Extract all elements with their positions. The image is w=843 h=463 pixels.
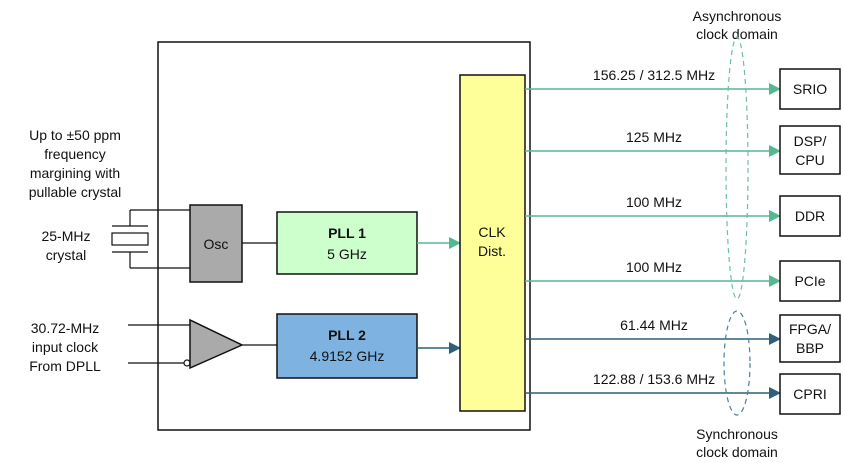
- svg-text:From DPLL: From DPLL: [29, 358, 101, 374]
- svg-text:input clock: input clock: [32, 339, 99, 355]
- dest-label-pcie: PCIe: [794, 273, 825, 289]
- crystal-icon: [111, 209, 190, 269]
- output-freq-srio: 156.25 / 312.5 MHz: [593, 67, 715, 83]
- async-domain-label-2: clock domain: [696, 26, 778, 42]
- output-freq-cpri: 122.88 / 153.6 MHz: [593, 371, 715, 387]
- pll1-block: [276, 211, 418, 275]
- sync-domain-label-1: Synchronous: [696, 426, 778, 442]
- sync-domain-ellipse: [723, 310, 751, 416]
- async-domain-label-1: Asynchronous: [693, 8, 782, 24]
- external-clock-label: 30.72-MHz input clock From DPLL: [29, 320, 101, 374]
- svg-text:margining with: margining with: [30, 165, 120, 181]
- pll2-name: PLL 2: [328, 327, 366, 343]
- output-freq-pcie: 100 MHz: [626, 259, 682, 275]
- pll1-frequency: 5 GHz: [327, 246, 367, 262]
- oscillator-block: [189, 204, 243, 283]
- dest-label-cpu: CPU: [795, 152, 825, 168]
- pll2-frequency: 4.9152 GHz: [310, 348, 385, 364]
- dest-label-srio: SRIO: [793, 81, 827, 97]
- clock-distribution-label-2: Dist.: [478, 243, 506, 259]
- output-freq-dsp-cpu: 125 MHz: [626, 129, 682, 145]
- async-domain-ellipse: [725, 36, 749, 300]
- dest-box-ddr: [779, 195, 841, 237]
- output-freq-fpga-bbp: 61.44 MHz: [620, 317, 688, 333]
- pll1-name: PLL 1: [328, 225, 366, 241]
- svg-text:frequency: frequency: [44, 146, 105, 162]
- margining-note: Up to ±50 ppm frequency margining with p…: [29, 127, 122, 200]
- dest-label-dsp: DSP/: [794, 133, 827, 149]
- dest-label-cpri: CPRI: [793, 386, 826, 402]
- svg-text:25-MHz: 25-MHz: [41, 228, 90, 244]
- dest-box-fpga-bbp: [779, 314, 841, 363]
- external-clock-wiring: [128, 324, 191, 367]
- oscillator-label: Osc: [204, 236, 229, 252]
- dest-box-dsp-cpu: [779, 125, 841, 175]
- svg-text:Up to ±50 ppm: Up to ±50 ppm: [29, 127, 121, 143]
- sync-domain-label-2: clock domain: [696, 444, 778, 460]
- svg-text:crystal: crystal: [46, 247, 86, 263]
- dest-label-ddr: DDR: [795, 208, 825, 224]
- pll2-block: [276, 313, 418, 379]
- clock-distribution-label-1: CLK: [478, 224, 506, 240]
- output-freq-ddr: 100 MHz: [626, 194, 682, 210]
- dest-box-cpri: [779, 373, 841, 415]
- clock-generator-chip: [157, 41, 531, 431]
- svg-text:30.72-MHz: 30.72-MHz: [31, 320, 99, 336]
- dest-label-bbp: BBP: [796, 340, 824, 356]
- svg-text:pullable crystal: pullable crystal: [29, 184, 122, 200]
- dest-box-pcie: [779, 260, 841, 302]
- crystal-label: 25-MHz crystal: [41, 228, 90, 263]
- dest-box-srio: [779, 68, 841, 110]
- input-buffer-icon: [189, 318, 244, 370]
- dest-label-fpga: FPGA/: [789, 321, 831, 337]
- clock-distribution-block: [459, 74, 526, 412]
